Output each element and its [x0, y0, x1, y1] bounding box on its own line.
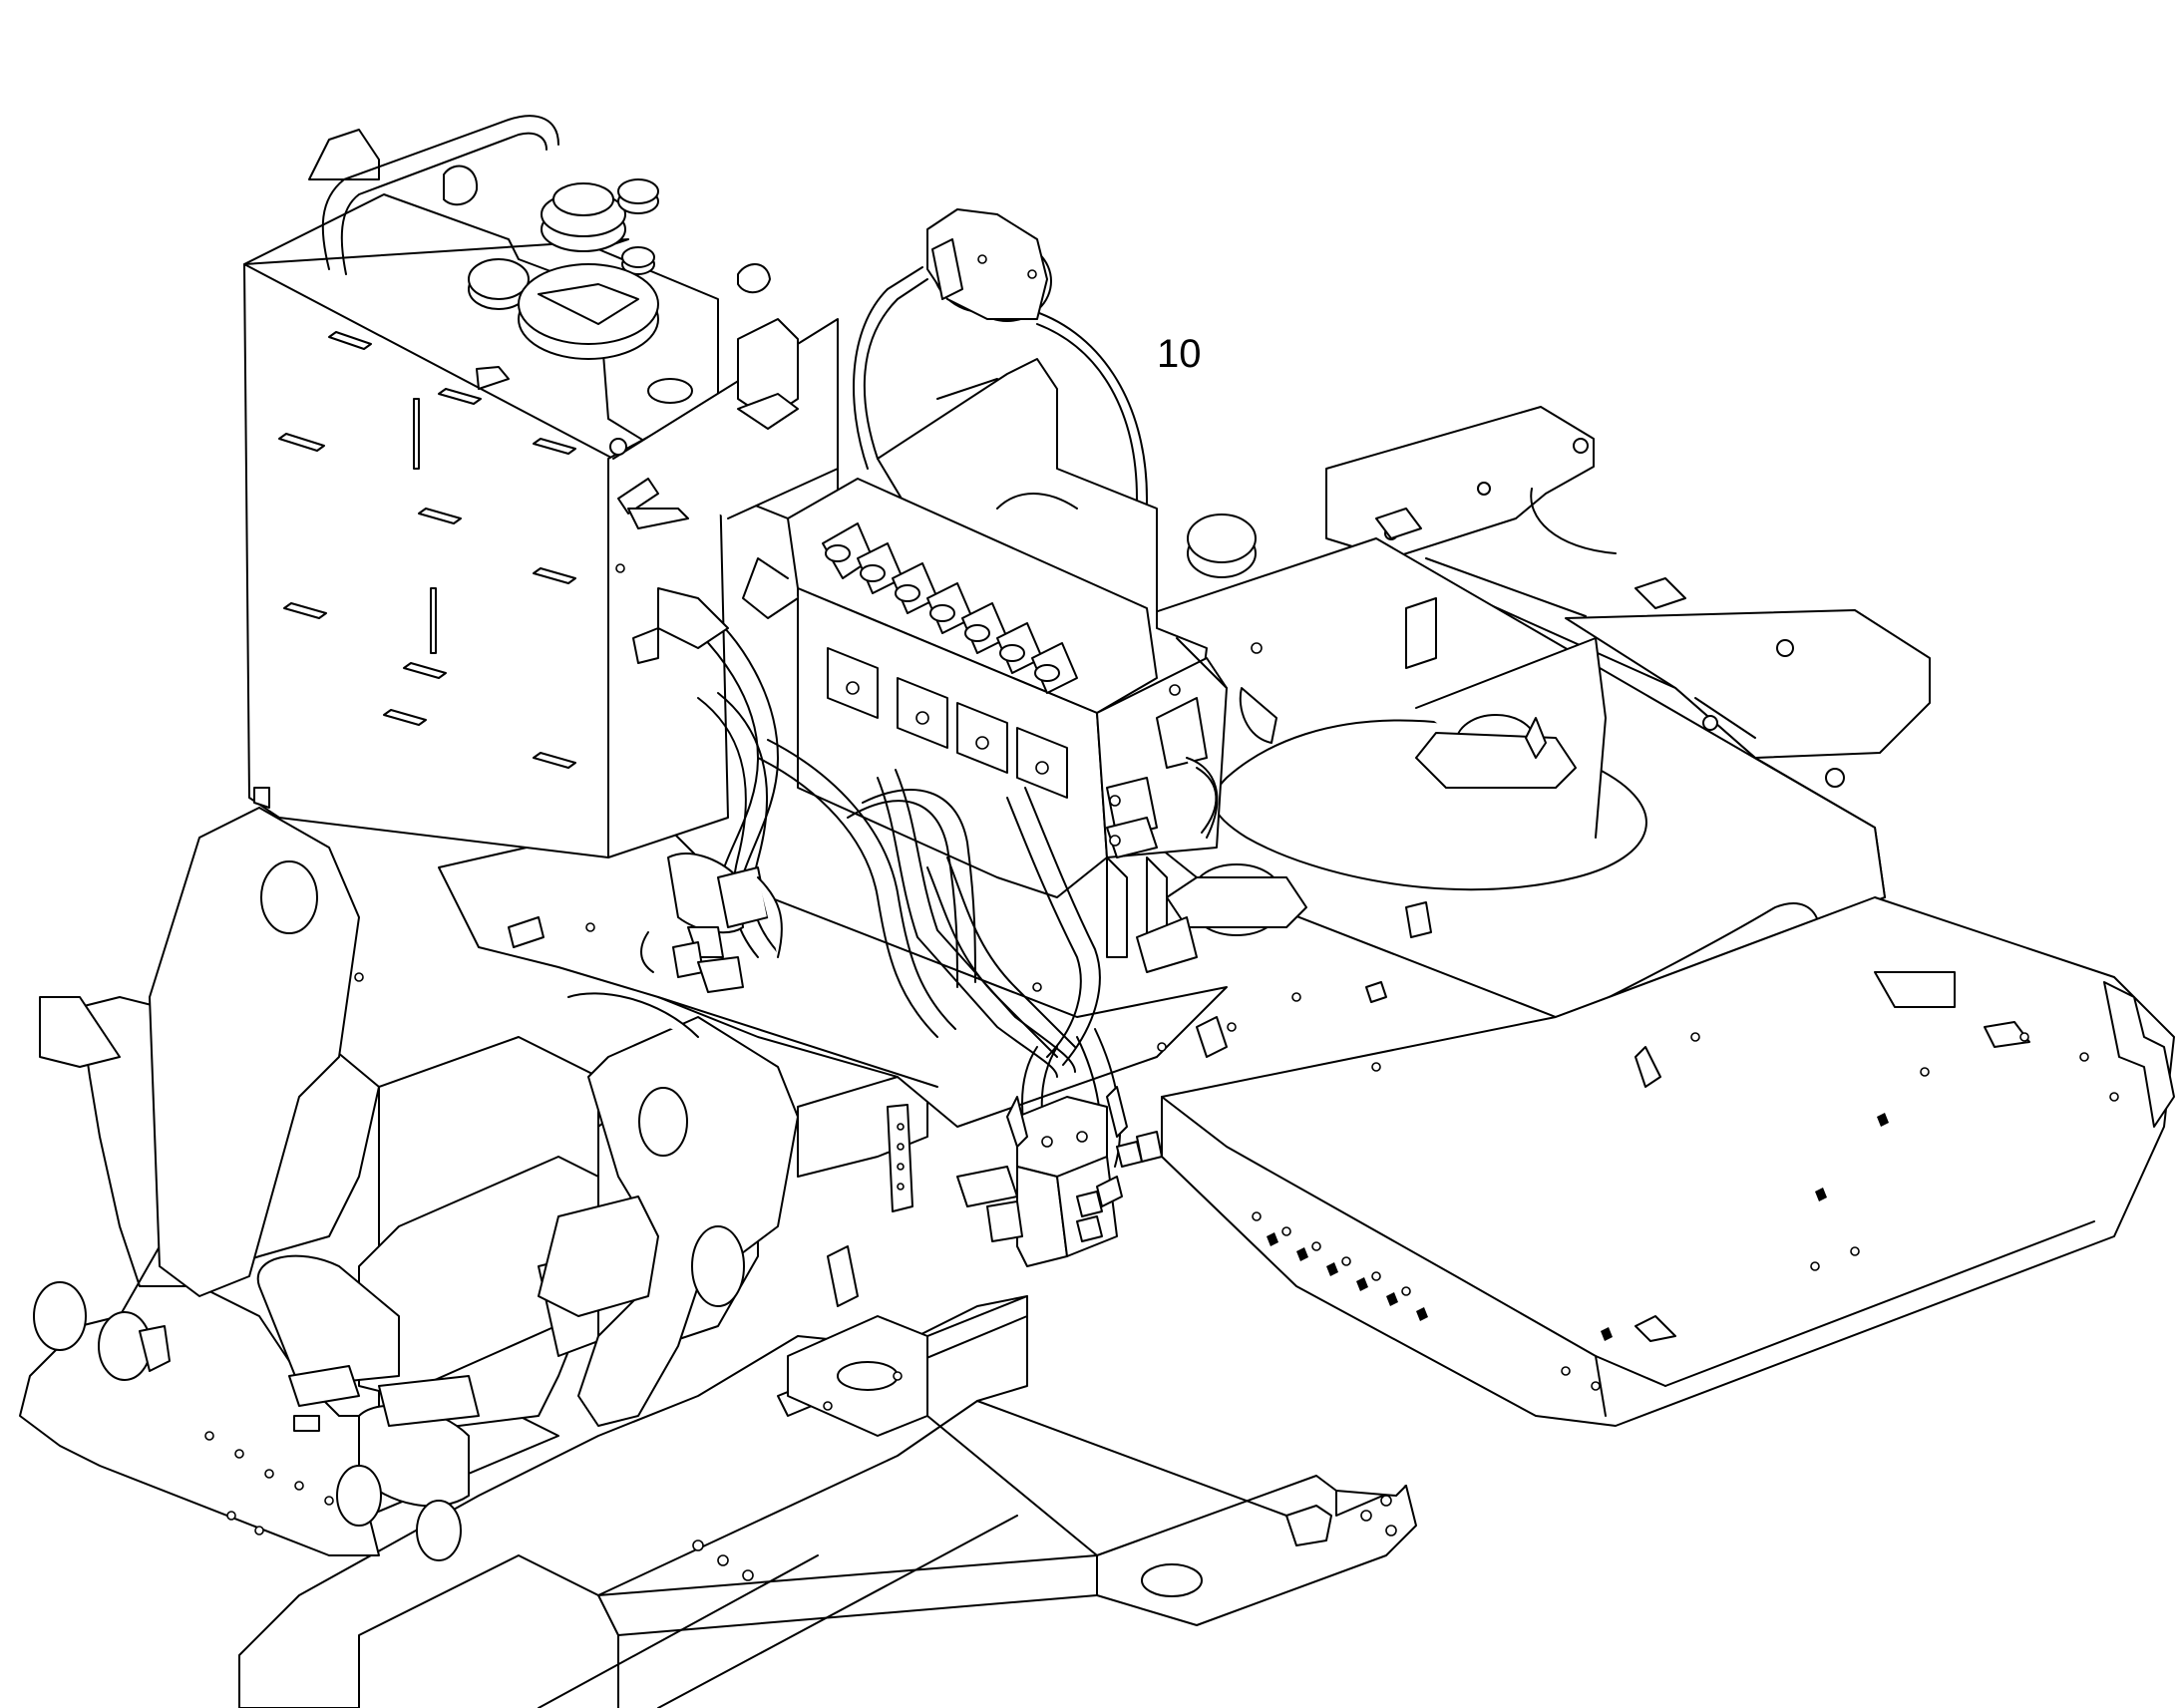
pivot-plate [538, 1016, 928, 1427]
bottom-frame [238, 1295, 1417, 1708]
hydraulic-tank [243, 115, 839, 858]
hydraulic-hoses [640, 587, 1122, 1197]
boom-mount [19, 807, 759, 1561]
callout-label-10: 10 [1157, 332, 1202, 376]
right-plate [1161, 896, 2175, 1427]
leader-lines [936, 378, 998, 400]
reel-unit [853, 208, 1148, 619]
fasteners [1032, 508, 2029, 1341]
secondary-valve [956, 1086, 1163, 1267]
control-valve [742, 478, 1228, 973]
